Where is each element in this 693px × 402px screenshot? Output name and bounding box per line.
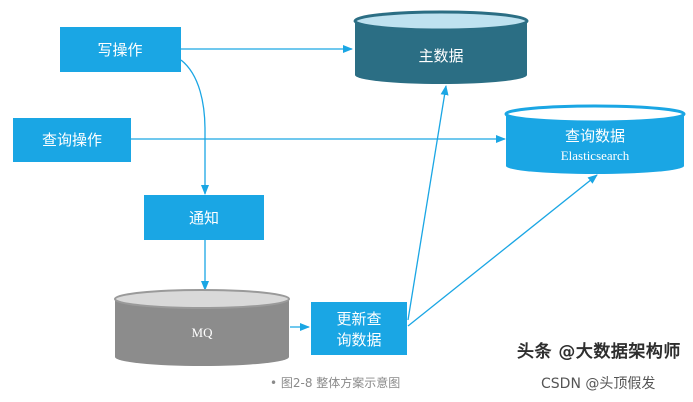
- update-query-data-box: 更新查 询数据: [311, 302, 407, 355]
- update-query-data-line1: 更新查: [336, 310, 381, 328]
- edge-update-to-main: [407, 85, 449, 321]
- mq-label: MQ: [192, 325, 214, 340]
- query-operation-label: 查询操作: [42, 131, 102, 149]
- write-operation-label: 写操作: [97, 41, 142, 59]
- edge-update-to-elasticsearch: [407, 174, 598, 327]
- mq-cylinder: MQ: [114, 289, 290, 366]
- main-data-label: 主数据: [418, 47, 463, 65]
- notify-label: 通知: [189, 209, 219, 227]
- elasticsearch-label: Elasticsearch: [561, 148, 630, 163]
- update-query-data-line2: 询数据: [336, 331, 381, 349]
- figure-caption: • 图2-8 整体方案示意图: [270, 376, 401, 390]
- edges: [131, 45, 598, 331]
- query-operation-box: 查询操作: [13, 118, 131, 162]
- edge-write-to-notify: [180, 59, 209, 195]
- write-operation-box: 写操作: [60, 27, 181, 72]
- watermark-csdn: CSDN @头顶假发: [541, 376, 656, 392]
- query-data-label: 查询数据: [565, 127, 625, 145]
- notify-box: 通知: [144, 195, 264, 240]
- main-data-cylinder: 主数据: [353, 10, 529, 84]
- watermark-toutiao: 头条 @大数据架构师: [517, 342, 681, 362]
- elasticsearch-cylinder: 查询数据 Elasticsearch: [504, 104, 686, 174]
